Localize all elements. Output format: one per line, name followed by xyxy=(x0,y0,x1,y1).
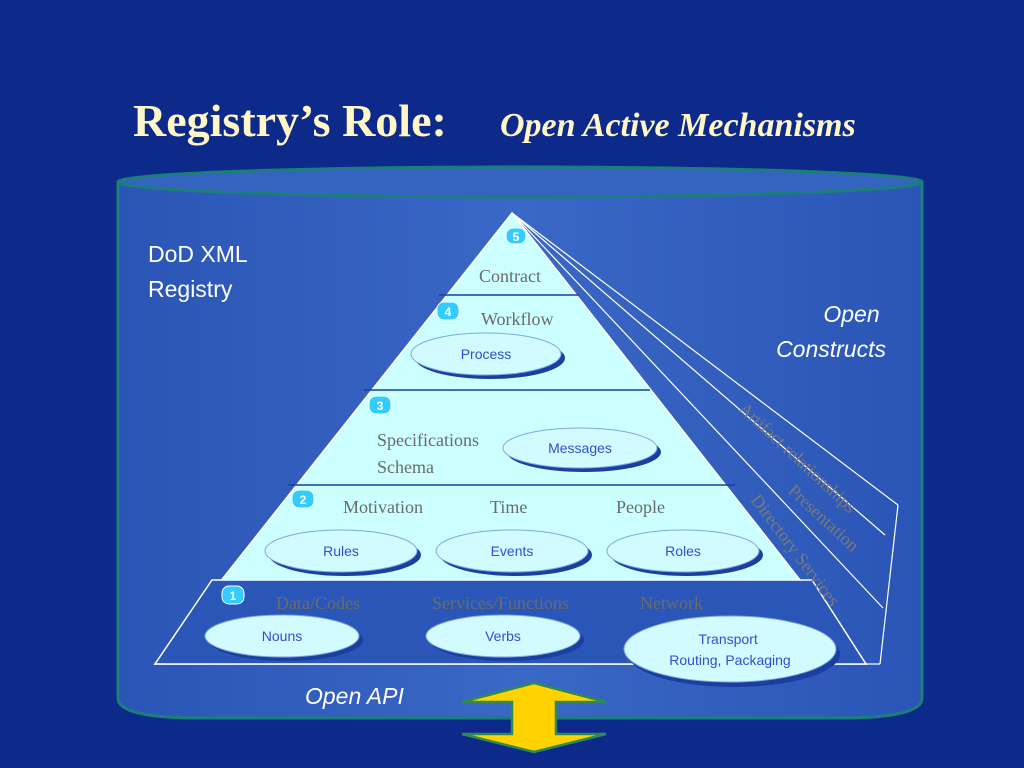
rules-oval-label: Rules xyxy=(323,543,359,559)
nouns-oval: Nouns xyxy=(204,614,363,661)
messages-oval-label: Messages xyxy=(548,440,612,456)
level-5-badge-number: 5 xyxy=(513,230,520,244)
transport-oval-line1: Transport xyxy=(698,631,758,647)
level-2-label-time: Time xyxy=(490,497,527,517)
level-3-label-schema: Schema xyxy=(377,457,434,477)
level-1-label-network: Network xyxy=(640,593,703,613)
transport-oval-line2: Routing, Packaging xyxy=(669,652,790,668)
registry-label-line2: Registry xyxy=(148,276,233,302)
level-1-badge-number: 1 xyxy=(230,589,237,603)
level-3-badge: 3 xyxy=(368,395,392,415)
level-4-badge: 4 xyxy=(436,301,460,321)
level-1-label-services-functions: Services/Functions xyxy=(432,593,569,613)
nouns-oval-label: Nouns xyxy=(262,628,302,644)
level-4-badge-number: 4 xyxy=(445,305,452,319)
registry-label-line1: DoD XML xyxy=(148,241,248,267)
level-5-badge: 5 xyxy=(505,227,527,245)
messages-oval: Messages xyxy=(502,427,661,472)
process-oval-label: Process xyxy=(461,346,512,362)
level-2-badge: 2 xyxy=(291,489,315,509)
level-2-label-people: People xyxy=(616,497,665,517)
level-1-badge: 1 xyxy=(221,585,245,605)
side-panel-lines xyxy=(511,212,899,665)
open-constructs-line2: Constructs xyxy=(776,336,886,362)
open-api-double-arrow xyxy=(461,681,607,754)
cylinder-top-rim xyxy=(116,165,924,199)
rules-oval: Rules xyxy=(264,529,421,576)
side-line-4 xyxy=(879,504,899,665)
level-3-label: Specifications Schema xyxy=(377,430,483,477)
level-5-contract: 5 Contract xyxy=(479,227,541,286)
level-5-label-contract: Contract xyxy=(479,266,541,286)
level-1-label-data-codes: Data/Codes xyxy=(276,593,360,613)
transport-oval-label: Transport Routing, Packaging xyxy=(669,631,790,668)
level-2-motivation: 2 Motivation Time People Rules Events Ro… xyxy=(264,489,763,576)
side-line-1 xyxy=(511,212,899,506)
level-1-data: 1 Data/Codes Services/Functions Network … xyxy=(204,585,840,687)
side-line-2 xyxy=(511,212,886,536)
verbs-oval: Verbs xyxy=(425,614,584,661)
process-oval: Process xyxy=(410,332,565,379)
level-4-label-workflow: Workflow xyxy=(481,309,554,329)
level-4-workflow: 4 Workflow Process xyxy=(410,301,565,379)
level-3-specifications: 3 Specifications Schema Messages xyxy=(368,395,661,477)
registry-label: DoD XML Registry xyxy=(148,241,253,302)
events-oval: Events xyxy=(435,529,592,576)
open-constructs-label: Open Constructs xyxy=(776,301,886,362)
level-3-badge-number: 3 xyxy=(377,399,384,413)
side-line-3 xyxy=(511,212,884,609)
title-subtitle: Open Active Mechanisms xyxy=(500,107,856,144)
transport-oval: Transport Routing, Packaging xyxy=(623,615,840,687)
roles-oval-label: Roles xyxy=(665,543,701,559)
events-oval-label: Events xyxy=(491,543,534,559)
open-constructs-line1: Open xyxy=(823,301,879,327)
open-api-label: Open API xyxy=(305,683,404,709)
roles-oval: Roles xyxy=(606,529,763,576)
level-2-badge-number: 2 xyxy=(300,493,307,507)
title-main: Registry’s Role: xyxy=(133,95,447,146)
level-2-label-motivation: Motivation xyxy=(343,497,423,517)
level-3-label-specifications: Specifications xyxy=(377,430,479,450)
slide-title: Registry’s Role: Open Active Mechanisms xyxy=(133,95,856,146)
verbs-oval-label: Verbs xyxy=(485,628,521,644)
